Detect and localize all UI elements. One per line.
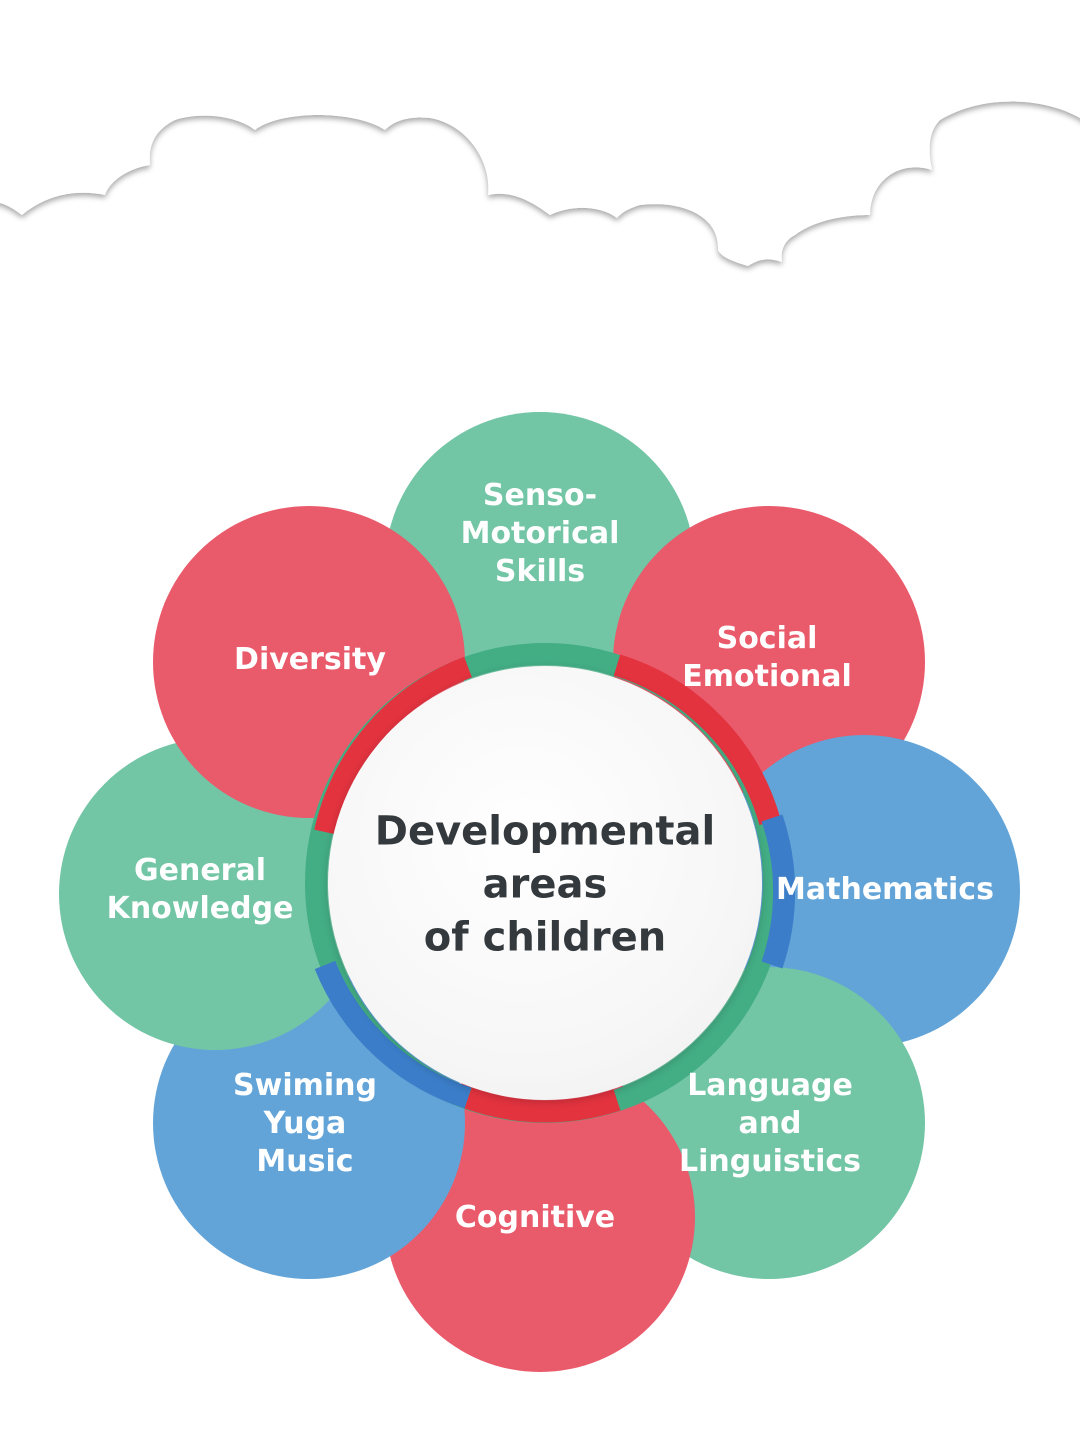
label-language: Language and Linguistics	[679, 1068, 861, 1179]
label-general-knowledge: General Knowledge	[106, 853, 294, 926]
cloud-decoration	[0, 0, 1080, 266]
label-swiming: Swiming Yuga Music	[233, 1068, 377, 1179]
center-title-line: areas	[482, 861, 608, 908]
center-title-line: Developmental	[374, 808, 716, 855]
label-senso-motorical: Senso- Motorical Skills	[460, 478, 620, 589]
label-diversity: Diversity	[234, 642, 386, 677]
label-social-emotional: Social Emotional	[682, 621, 852, 694]
center-title: Developmental areas of children	[375, 806, 715, 965]
center-circle	[328, 666, 762, 1100]
label-mathematics: Mathematics	[776, 872, 994, 907]
label-cognitive: Cognitive	[454, 1200, 616, 1235]
center-title-line: of children	[423, 914, 667, 961]
